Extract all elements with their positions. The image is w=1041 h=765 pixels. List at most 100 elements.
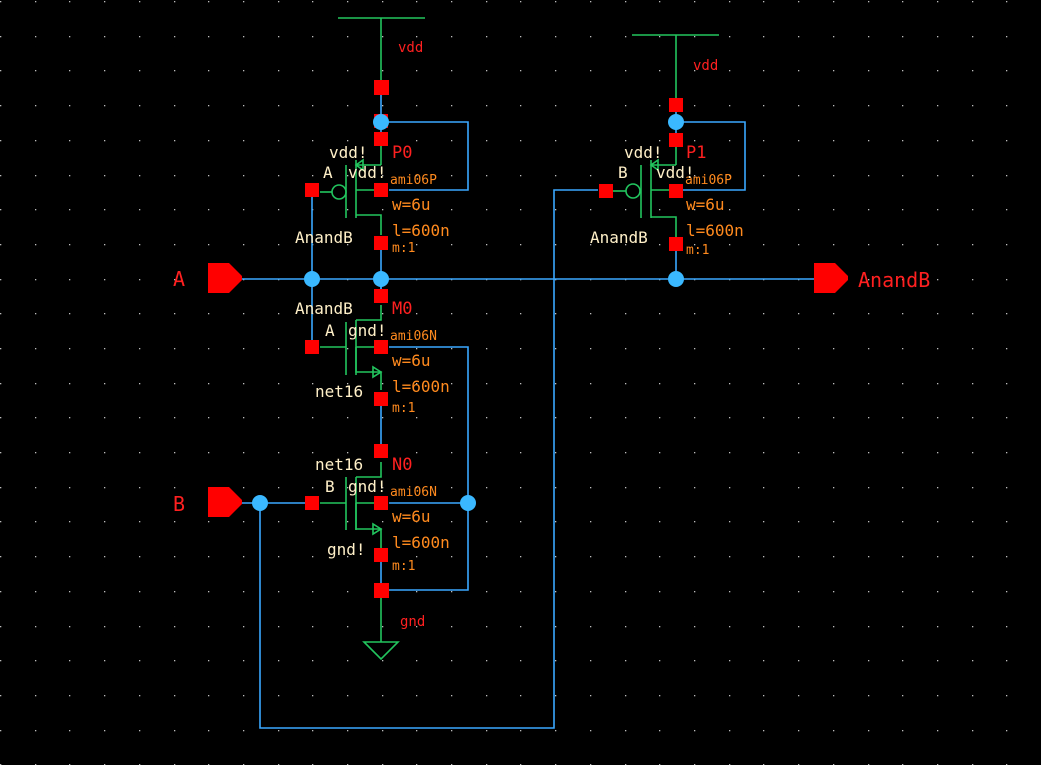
grid-dot: [243, 452, 245, 454]
grid-dot: [520, 383, 522, 385]
grid-dot: [659, 626, 661, 628]
port-anandb[interactable]: AnandB: [814, 263, 930, 293]
drain-pin[interactable]: [374, 236, 388, 250]
grid-dot: [139, 695, 141, 697]
width-param: w=6u: [392, 195, 431, 214]
grid-dot: [520, 140, 522, 142]
grid-dot: [694, 521, 696, 523]
grid-dot: [659, 244, 661, 246]
grid-dot: [555, 140, 557, 142]
grid-dot: [243, 383, 245, 385]
grid-dot: [35, 244, 37, 246]
grid-dot: [520, 70, 522, 72]
source-pin[interactable]: [374, 132, 388, 146]
vdd-pin[interactable]: [374, 80, 389, 95]
gnd-pin[interactable]: [374, 583, 389, 598]
grid-dot: [243, 36, 245, 38]
bulk-pin[interactable]: [374, 183, 388, 197]
grid-dot: [694, 175, 696, 177]
port-b[interactable]: B: [173, 487, 242, 517]
grid-dot: [763, 695, 765, 697]
grid-dot: [139, 487, 141, 489]
grid-dot: [625, 383, 627, 385]
grid-dot: [486, 730, 488, 732]
grid-dot: [243, 140, 245, 142]
gnd-supply[interactable]: gnd: [362, 583, 425, 661]
grid-dot: [763, 1, 765, 3]
bulk-pin[interactable]: [374, 496, 388, 510]
grid-dot: [451, 1, 453, 3]
nmos-m0[interactable]: M0 ami06N w=6u l=600n m:1 AnandB A gnd! …: [295, 289, 450, 416]
grid-dot: [104, 105, 106, 107]
drain-pin[interactable]: [374, 289, 388, 303]
source-pin[interactable]: [669, 133, 683, 147]
grid-dot: [520, 452, 522, 454]
grid-dot: [278, 626, 280, 628]
bulk-pin[interactable]: [669, 184, 683, 198]
grid-dot: [937, 695, 939, 697]
grid-dot: [520, 348, 522, 350]
grid-dot: [35, 417, 37, 419]
grid-dot: [278, 660, 280, 662]
port-a[interactable]: A: [173, 263, 242, 293]
nmos-n0[interactable]: N0 ami06N w=6u l=600n m:1 net16 B gnd! g…: [305, 444, 450, 574]
grid-dot: [347, 1, 349, 3]
grid-dot: [798, 452, 800, 454]
grid-dot: [382, 695, 384, 697]
grid-dot: [833, 383, 835, 385]
pmos-p0[interactable]: P0 ami06P w=6u l=600n m:1 vdd! vdd! A An…: [295, 114, 450, 256]
pmos-p1[interactable]: P1 ami06P w=6u l=600n m:1 vdd! vdd! B An…: [590, 133, 744, 258]
grid-dot: [174, 730, 176, 732]
gate-pin[interactable]: [305, 496, 319, 510]
drain-pin[interactable]: [374, 444, 388, 458]
grid-dot: [937, 556, 939, 558]
vdd-pin[interactable]: [669, 98, 683, 112]
input-pin-icon[interactable]: [208, 263, 242, 293]
gate-pin[interactable]: [305, 340, 319, 354]
grid-dot: [625, 730, 627, 732]
drain-pin[interactable]: [669, 237, 683, 251]
grid-dot: [243, 487, 245, 489]
vdd-supply-right[interactable]: vdd: [632, 34, 719, 112]
bulk-terminal-label: vdd!: [329, 143, 368, 162]
grid-dot: [937, 383, 939, 385]
grid-dot: [729, 556, 731, 558]
instance-name: P0: [392, 143, 412, 163]
grid-dot: [798, 660, 800, 662]
grid-dot: [347, 140, 349, 142]
grid-dot: [590, 175, 592, 177]
grid-dot: [694, 695, 696, 697]
grid-dot: [763, 487, 765, 489]
gate-pin[interactable]: [599, 184, 613, 198]
grid-dot: [555, 660, 557, 662]
grid-dot: [729, 313, 731, 315]
grid-dot: [902, 175, 904, 177]
grid-dot: [69, 626, 71, 628]
grid-dot: [347, 313, 349, 315]
source-arrow-icon: [372, 522, 383, 536]
grid-dot: [798, 244, 800, 246]
source-pin[interactable]: [374, 548, 388, 562]
grid-dot: [972, 1, 974, 3]
grid-dot: [35, 591, 37, 593]
vdd-supply-left[interactable]: vdd: [338, 17, 425, 95]
grid-dot: [416, 452, 418, 454]
grid-dot: [486, 313, 488, 315]
input-pin-icon[interactable]: [208, 487, 242, 517]
grid-dots: [0, 1, 1008, 765]
gate-pin[interactable]: [305, 183, 319, 197]
grid-dot: [902, 660, 904, 662]
grid-dot: [243, 556, 245, 558]
grid-dot: [972, 105, 974, 107]
grid-dot: [451, 521, 453, 523]
junction-dot: [668, 271, 684, 287]
source-pin[interactable]: [374, 392, 388, 406]
grid-dot: [69, 730, 71, 732]
grid-dot: [35, 452, 37, 454]
bulk-pin[interactable]: [374, 340, 388, 354]
output-pin-icon[interactable]: [814, 263, 848, 293]
grid-dot: [416, 244, 418, 246]
grid-dot: [243, 1, 245, 3]
grid-dot: [520, 244, 522, 246]
